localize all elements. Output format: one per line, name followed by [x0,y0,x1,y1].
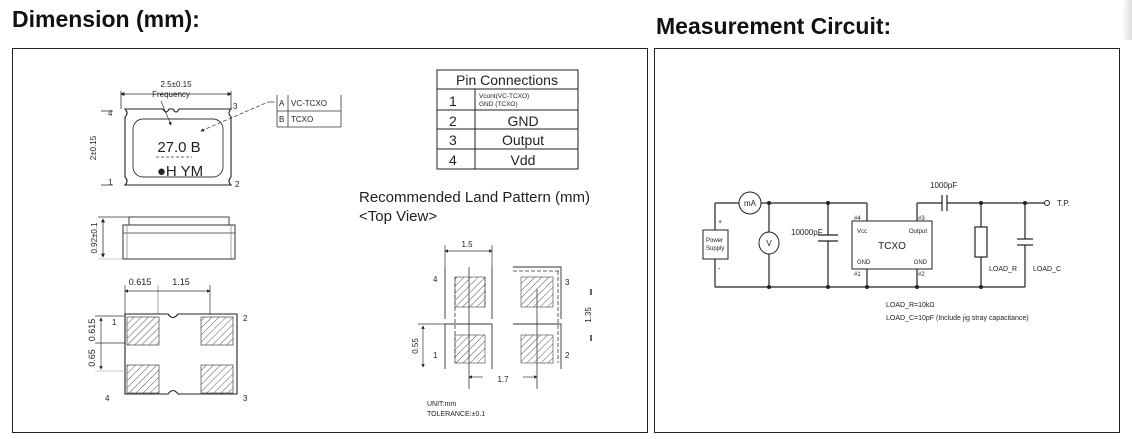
load-r-label: LOAD_R [989,266,1017,273]
power-supply-line2: Supply [706,246,724,252]
bypass-cap-label: 10000pF [791,228,823,237]
dimension-heading: Dimension (mm): [12,6,200,32]
bottom-dim-gap-vertical: 0.65 [87,349,97,367]
frequency-label: Frequency [152,90,190,99]
marking-line1: 27.0 B [157,139,200,156]
ic-name: TCXO [878,241,906,252]
pin-3-number: 3 [449,132,457,148]
measurement-circuit-panel: T.P. mA V Power Supply + - 10000pF 1000p… [654,48,1120,433]
ic-pin1: #1 [854,272,861,278]
side-view: 0.92±0.1 [90,216,236,260]
land-pattern-subtitle: <Top View> [359,208,437,225]
land-pattern: Recommended Land Pattern (mm) <Top View>… [359,189,593,418]
pin-1-function-line1: Vcont(VC-TCXO) [479,93,529,100]
top-view: 2.5±0.15 Frequency 27.0 B ●H YM 4 3 1 2 … [89,80,342,189]
bottom-dim-pad-height: 0.615 [87,319,97,342]
dimension-panel: 2.5±0.15 Frequency 27.0 B ●H YM 4 3 1 2 … [12,48,648,433]
ammeter-label: mA [744,199,757,208]
node [865,285,869,289]
pin-3-function: Output [502,132,544,148]
bottom-view: 0.615 1.15 0.615 0.65 1 2 3 4 [87,277,248,403]
top-height-dim: 2±0.15 [89,135,98,160]
node [767,285,771,289]
top-pin-2: 2 [235,180,240,189]
node [767,201,771,205]
bottom-dim-pad-gap: 1.15 [172,277,190,287]
type-code-b: B [279,115,284,124]
bottom-pin-4: 4 [105,394,110,403]
top-pin-4: 4 [108,109,113,118]
land-unit: UNIT:mm [427,401,456,408]
node [826,285,830,289]
type-name-a: VC-TCXO [291,99,327,108]
pin-4-function: Vdd [511,152,536,168]
land-tolerance: TOLERANCE:±0.1 [427,411,485,418]
top-width-dim: 2.5±0.15 [160,80,192,89]
tcxo-ic [851,220,933,270]
side-height-dim: 0.92±0.1 [90,222,99,254]
measurement-circuit-diagram: T.P. mA V Power Supply + - 10000pF 1000p… [702,181,1070,322]
land-dim-bottom: 1.7 [497,375,509,384]
land-dim-height-right: 1.35 [584,307,593,323]
top-pin-1: 1 [108,178,113,187]
dimension-drawing: 2.5±0.15 Frequency 27.0 B ●H YM 4 3 1 2 … [87,69,593,418]
pin-4-number: 4 [449,152,457,168]
measurement-circuit-heading: Measurement Circuit: [656,13,892,39]
minus-sign: - [718,266,721,273]
ic-pin2: #2 [918,272,925,278]
bottom-pin-1: 1 [112,318,117,327]
pin-1-number: 1 [449,93,457,109]
plus-sign: + [718,219,722,226]
test-point-label: T.P. [1057,199,1070,208]
land-dim-width: 1.5 [461,240,473,249]
ic-output: Output [909,229,927,235]
ic-pin3: #3 [918,216,925,222]
ic-gnd2: GND [914,260,928,266]
pin-1-function-line2: GND (TCXO) [479,101,518,108]
land-pin-1: 1 [433,351,438,360]
voltmeter-icon [758,231,780,255]
voltmeter-label: V [766,239,772,248]
node [979,285,983,289]
pin-connections-table: Pin Connections 1 Vcont(VC-TCXO) GND (TC… [436,69,579,170]
pin-2-number: 2 [449,113,457,129]
note-load-r: LOAD_R=10kΩ [886,302,935,309]
bottom-pin-2: 2 [243,314,248,323]
test-point-terminal [1044,200,1050,206]
node [979,201,983,205]
ic-gnd1: GND [857,260,871,266]
land-pin-2: 2 [565,351,570,360]
ammeter-icon [738,191,762,215]
land-pin-4: 4 [433,275,438,284]
land-dim-height-left: 0.55 [411,338,420,354]
power-supply-line1: Power [706,238,723,244]
land-pin-3: 3 [565,278,570,287]
type-table: A VC-TCXO B TCXO [276,95,342,128]
type-name-b: TCXO [291,115,313,124]
scroll-edge [1122,0,1132,40]
bottom-pin-3: 3 [243,394,248,403]
load-c-label: LOAD_C [1033,266,1061,273]
coupling-cap-label: 1000pF [930,181,957,190]
bottom-dim-pad-width: 0.615 [129,277,152,287]
top-pin-3: 3 [233,102,238,111]
marking-line2: ●H YM [157,163,203,180]
ic-vcc: Vcc [857,229,867,235]
pin-connections-title: Pin Connections [456,72,558,88]
power-supply-box [702,229,729,260]
ic-pin4: #4 [854,216,861,222]
node [915,285,919,289]
node [1023,201,1027,205]
type-code-a: A [279,99,285,108]
node [826,201,830,205]
land-pattern-title: Recommended Land Pattern (mm) [359,189,590,206]
note-load-c: LOAD_C=10pF (Include jig stray capacitan… [886,315,1029,322]
pin-2-function: GND [507,113,538,129]
